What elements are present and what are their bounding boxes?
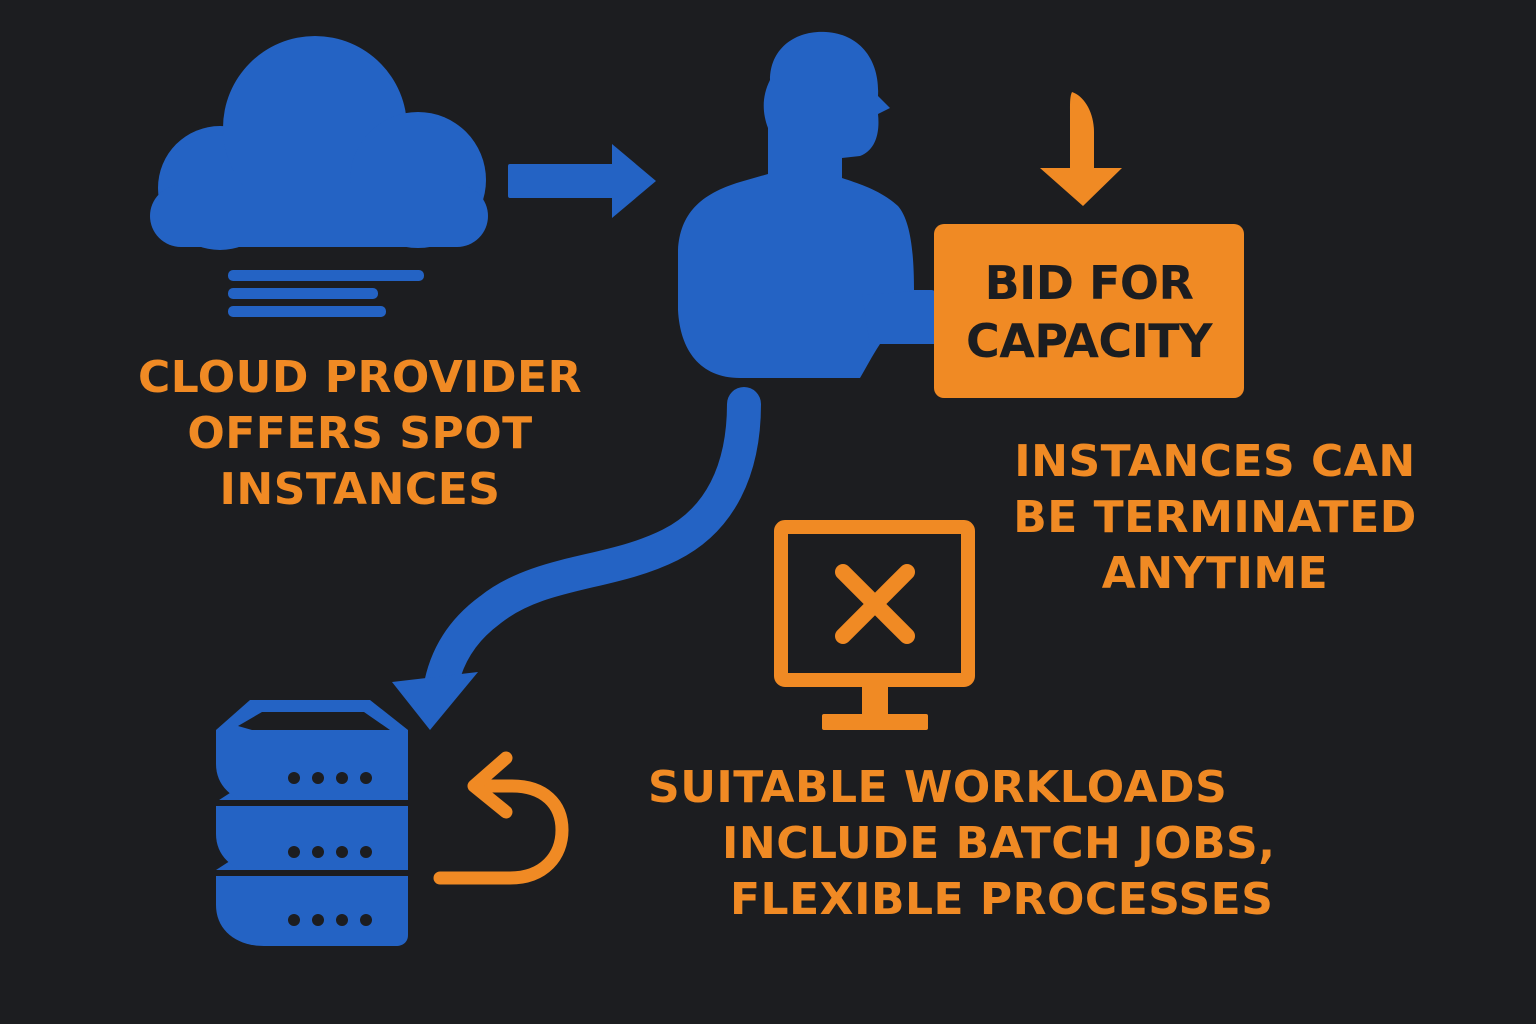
bid-for-capacity-box: BID FOR CAPACITY — [934, 224, 1244, 398]
right-arrow-icon — [508, 144, 656, 218]
return-arrow-icon — [433, 751, 569, 885]
termination-label-line-3: ANYTIME — [1101, 548, 1329, 599]
workloads-label-line-1: SUITABLE WORKLOADS — [648, 762, 1228, 813]
curved-arrow-icon — [392, 387, 761, 730]
server-stack-icon — [216, 700, 408, 946]
workloads-label-line-2: INCLUDE BATCH JOBS, — [722, 818, 1276, 869]
cloud-icon — [150, 36, 488, 317]
termination-label: INSTANCES CAN BE TERMINATED ANYTIME — [990, 434, 1440, 602]
bid-label-line-2: CAPACITY — [965, 314, 1213, 368]
cloud-provider-label: CLOUD PROVIDER OFFERS SPOT INSTANCES — [120, 350, 600, 518]
cloud-label-line-3: INSTANCES — [219, 464, 501, 515]
workloads-label: SUITABLE WORKLOADS INCLUDE BATCH JOBS, F… — [630, 760, 1290, 928]
down-arrow-icon — [1040, 92, 1122, 206]
cloud-label-line-2: OFFERS SPOT — [187, 408, 533, 459]
monitor-x-icon — [774, 520, 975, 730]
termination-label-line-1: INSTANCES CAN — [1014, 436, 1416, 487]
person-icon — [678, 31, 956, 378]
termination-label-line-2: BE TERMINATED — [1013, 492, 1417, 543]
workloads-label-line-3: FLEXIBLE PROCESSES — [730, 874, 1274, 925]
cloud-label-line-1: CLOUD PROVIDER — [138, 352, 582, 403]
bid-label-line-1: BID FOR — [984, 256, 1194, 310]
